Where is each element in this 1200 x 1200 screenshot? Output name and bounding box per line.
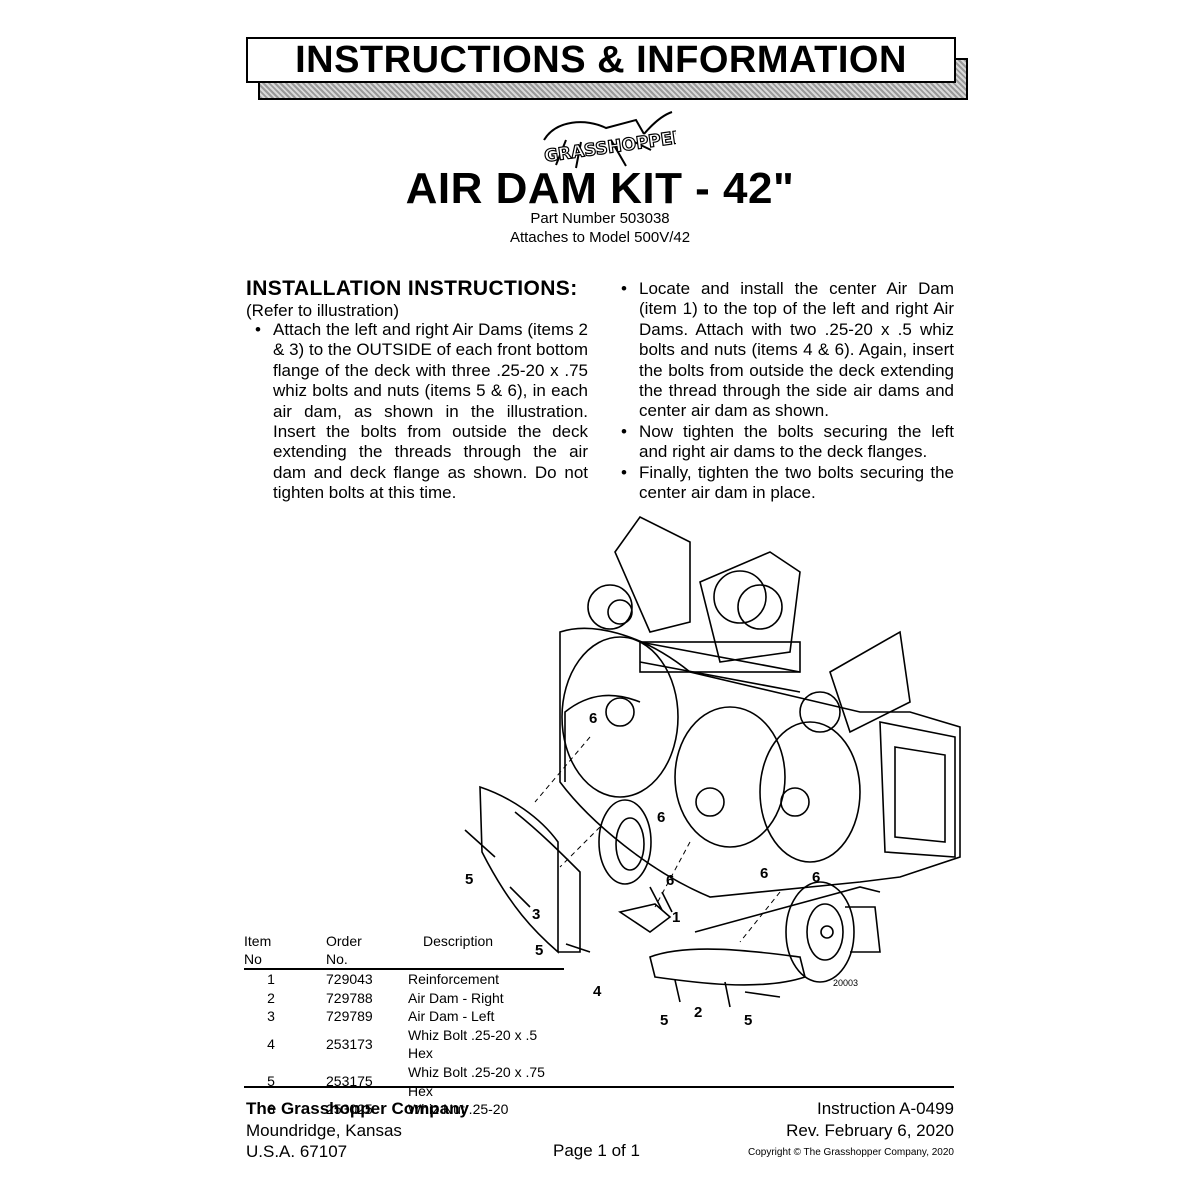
- deck-illustration: 1 2 3 4 5 5 5 5 6 6 6 6 6 20003: [464, 515, 961, 1029]
- instructions-right-column: Locate and install the center Air Dam (i…: [612, 279, 954, 503]
- callout-5: 5: [465, 871, 473, 888]
- figure-number: 20003: [833, 978, 858, 988]
- refer-note: (Refer to illustration): [246, 301, 400, 320]
- header-order-no: No.: [326, 950, 408, 970]
- company-name: The Grasshopper Company: [246, 1099, 469, 1118]
- page-banner-title: INSTRUCTIONS & INFORMATION: [246, 37, 956, 83]
- part-number: Part Number 503038: [530, 210, 670, 227]
- callout-3: 3: [532, 906, 540, 923]
- instruction-bullet: Now tighten the bolts securing the left …: [612, 422, 954, 463]
- instruction-number: Instruction A-0499: [816, 1099, 954, 1118]
- callout-6: 6: [666, 872, 674, 889]
- kit-title: AIR DAM KIT - 42": [405, 164, 795, 213]
- table-row: 1 729043 Reinforcement: [267, 971, 500, 987]
- table-row: 2 729788 Air Dam - Right: [267, 989, 504, 1006]
- instruction-bullet: Finally, tighten the two bolts securing …: [612, 463, 954, 504]
- header-spacer: [408, 950, 564, 970]
- table-row: 6 253025 Whiz Nut .25-20: [267, 1101, 509, 1118]
- table-row: 4 253173 Whiz Bolt .25-20 x .5 Hex: [267, 1026, 538, 1062]
- callout-6: 6: [760, 865, 768, 882]
- callout-4: 4: [593, 983, 602, 1000]
- instruction-bullet: Attach the left and right Air Dams (item…: [246, 320, 588, 504]
- revision-date: Rev. February 6, 2020: [786, 1121, 954, 1140]
- callout-1: 1: [672, 909, 680, 926]
- copyright: Copyright © The Grasshopper Company, 202…: [748, 1147, 954, 1158]
- table-row: 5 253175 Whiz Bolt .25-20 x .75 Hex: [267, 1063, 545, 1099]
- page-number: Page 1 of 1: [553, 1141, 640, 1160]
- company-zip: U.S.A. 67107: [246, 1142, 348, 1161]
- callout-5: 5: [744, 1012, 752, 1029]
- parts-table: Item Order Description No No. 1 729043 R…: [244, 932, 564, 1119]
- header-description: Description: [422, 933, 494, 949]
- callout-6: 6: [589, 710, 597, 727]
- table-row: 3 729789 Air Dam - Left: [267, 1008, 495, 1025]
- callout-6: 6: [812, 869, 820, 886]
- attaches-to-model: Attaches to Model 500V/42: [509, 229, 691, 246]
- grasshopper-logo: GRASSHOPPER: [542, 111, 676, 169]
- footer-divider: [244, 1086, 954, 1088]
- header-item: Item: [244, 933, 272, 949]
- instruction-bullet: Locate and install the center Air Dam (i…: [612, 279, 954, 422]
- svg-text:GRASSHOPPER: GRASSHOPPER: [543, 127, 676, 167]
- installation-heading: INSTALLATION INSTRUCTIONS:: [246, 277, 578, 300]
- callout-6: 6: [657, 809, 665, 826]
- callout-2: 2: [694, 1004, 702, 1021]
- callout-5: 5: [660, 1012, 668, 1029]
- header-item-no: No: [244, 950, 326, 970]
- header-order: Order: [326, 933, 362, 949]
- instructions-left-column: Attach the left and right Air Dams (item…: [246, 320, 588, 504]
- company-city: Moundridge, Kansas: [246, 1121, 402, 1140]
